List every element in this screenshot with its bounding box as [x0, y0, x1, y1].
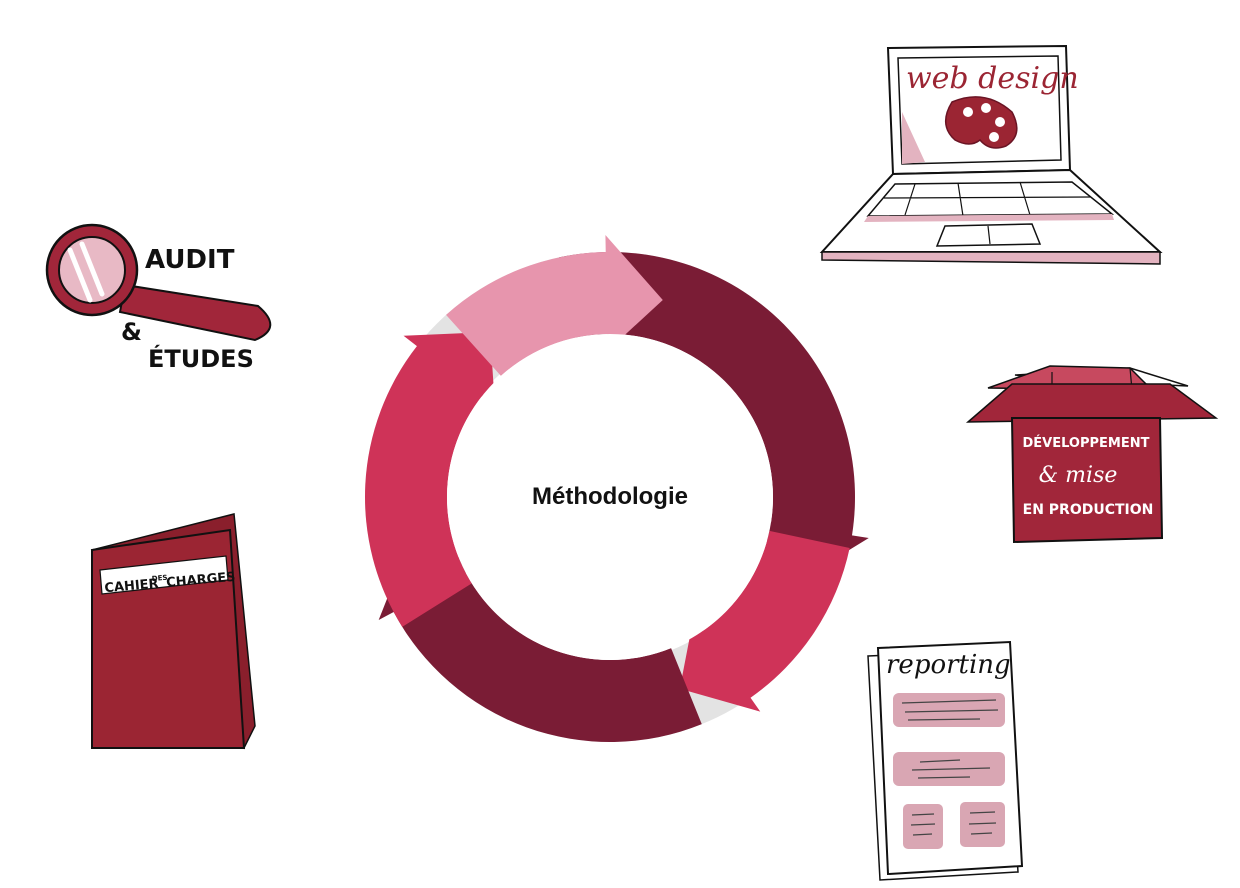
open-box-icon [965, 365, 1219, 544]
cycle-arrow-4 [365, 331, 495, 627]
etudes-label: ÉTUDES [148, 344, 254, 373]
center-disc [447, 334, 773, 660]
reporting-label: reporting [886, 650, 1011, 680]
cahier-label-part1: CAHIER [104, 577, 159, 597]
report-document-icon [867, 640, 1024, 881]
cahier-label-part2: DES [152, 574, 168, 583]
cycle-arrow-2 [679, 530, 850, 712]
cycle-arrow-1 [559, 252, 869, 584]
audit-step: AUDIT & ÉTUDES [45, 223, 272, 373]
reporting-step: reporting [867, 640, 1024, 881]
center-label: Méthodologie [532, 483, 688, 510]
dev-step: DÉVELOPPEMENT & mise EN PRODUCTION [965, 365, 1219, 544]
book-icon [90, 513, 256, 750]
webdesign-step: web design [819, 44, 1163, 265]
magnifier-icon [45, 223, 272, 342]
cahier-step: CAHIER DES CHARGES [90, 513, 256, 750]
dev-label-line2: & mise [1039, 463, 1118, 488]
laptop-palette-icon [819, 44, 1163, 265]
audit-label: AUDIT [145, 245, 235, 275]
cahier-label-part3: CHARGES [166, 570, 236, 591]
webdesign-label: web design [906, 61, 1079, 96]
dev-label-line3: EN PRODUCTION [1023, 502, 1154, 518]
cycle-ring: Méthodologie [365, 235, 869, 742]
audit-ampersand: & [121, 318, 142, 346]
dev-label-line1: DÉVELOPPEMENT [1023, 435, 1150, 451]
